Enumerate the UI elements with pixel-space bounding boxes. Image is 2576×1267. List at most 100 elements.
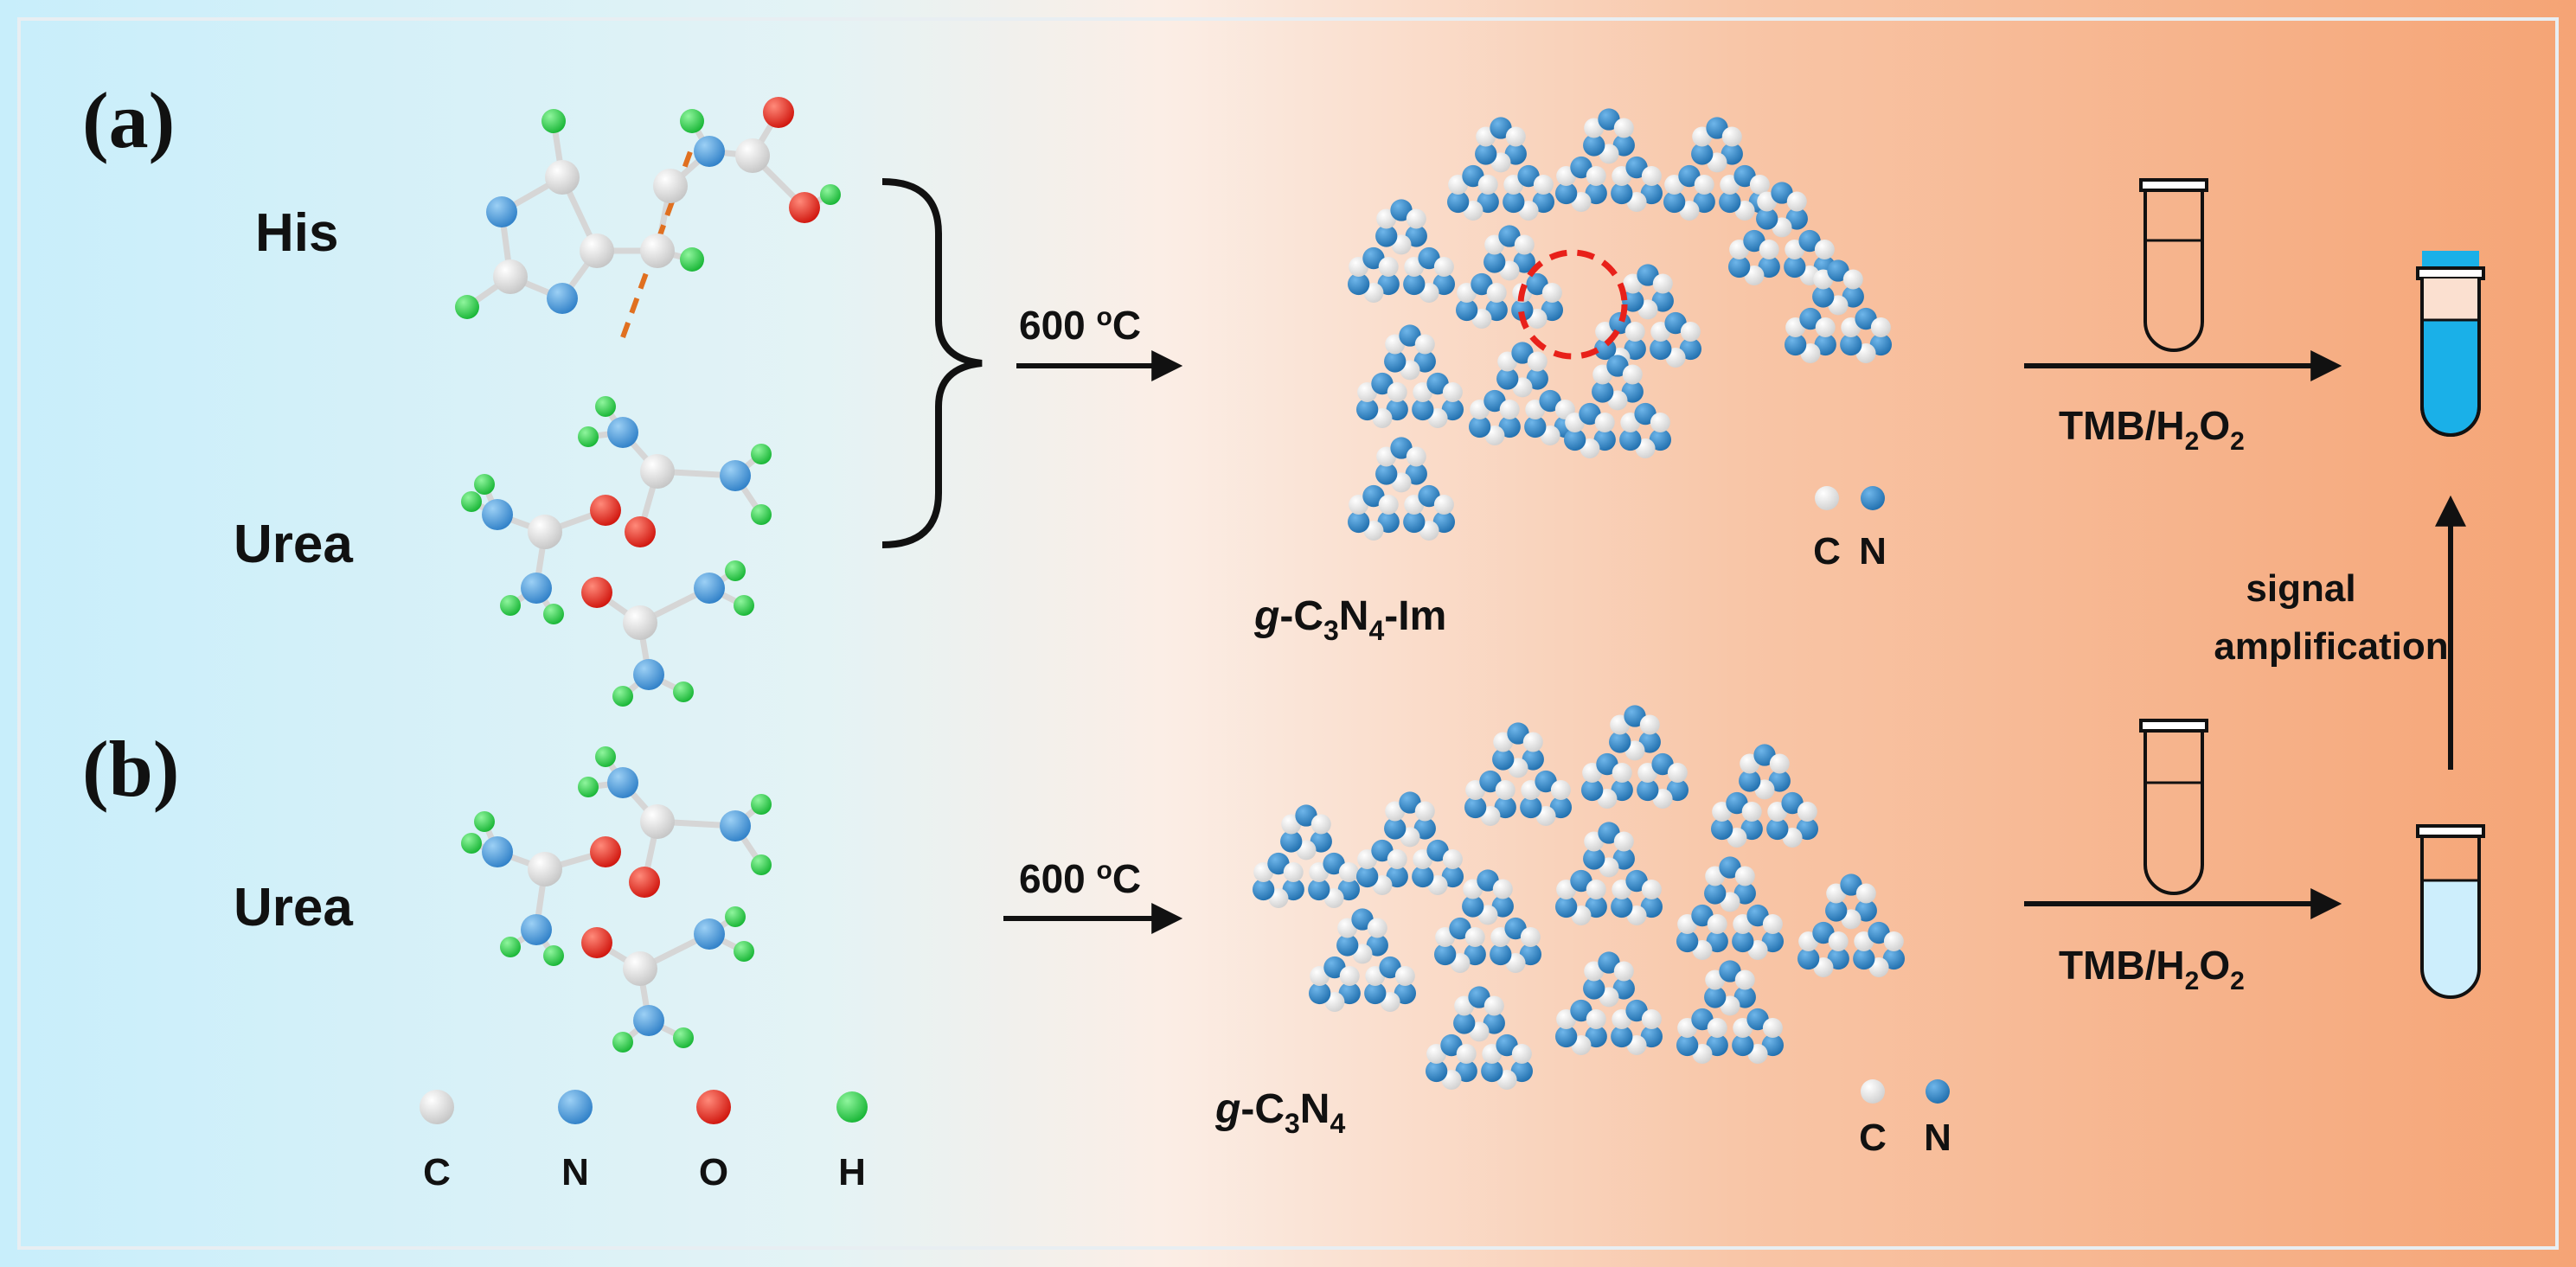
nitrogen-atom	[1580, 778, 1604, 802]
nitrogen-atom	[1796, 817, 1819, 841]
nitrogen-atom	[1704, 882, 1727, 905]
nitrogen-atom	[1362, 246, 1385, 270]
atom-o	[763, 97, 794, 128]
legend-carbon-ball	[420, 1090, 454, 1124]
nitrogen-atom	[1377, 510, 1400, 534]
nitrogen-atom	[1441, 865, 1464, 888]
nitrogen-atom	[1425, 1059, 1448, 1083]
carbon-atom	[1486, 283, 1507, 304]
nitrogen-atom	[1621, 381, 1644, 403]
nitrogen-atom	[1798, 229, 1821, 253]
nitrogen-atom	[1740, 817, 1763, 841]
carbon-atom	[1511, 1044, 1532, 1065]
atom-n	[607, 767, 638, 798]
sheet-legend-carbon-ball	[1815, 486, 1839, 510]
nitrogen-atom	[1446, 190, 1470, 214]
carbon-atom	[1339, 966, 1360, 987]
nitrogen-atom	[1663, 190, 1686, 214]
nitrogen-atom	[1426, 839, 1449, 862]
nitrogen-atom	[1323, 852, 1345, 875]
atom-h	[578, 426, 599, 447]
carbon-atom	[1433, 257, 1454, 278]
carbon-atom	[1613, 961, 1634, 982]
nitrogen-atom	[1453, 1012, 1476, 1034]
carbon-atom	[1641, 1009, 1662, 1030]
nitrogen-atom	[1310, 830, 1332, 853]
nitrogen-atom	[1726, 791, 1748, 815]
nitrogen-atom	[1593, 428, 1616, 451]
carbon-atom	[1367, 918, 1387, 938]
atom-n	[720, 460, 751, 491]
atom-n	[521, 914, 552, 945]
nitrogen-atom	[1541, 298, 1564, 322]
molecule-label-urea-a: Urea	[234, 515, 353, 574]
nitrogen-atom	[1812, 921, 1835, 944]
carbon-atom	[1483, 995, 1504, 1016]
nitrogen-atom	[1868, 921, 1890, 944]
atom-h	[680, 109, 704, 133]
nitrogen-atom	[1649, 428, 1672, 451]
nitrogen-atom	[1496, 1033, 1518, 1057]
carbon-atom	[1707, 1018, 1727, 1039]
nitrogen-atom	[1519, 943, 1542, 966]
nitrogen-atom	[1526, 368, 1548, 390]
carbon-atom	[1741, 802, 1762, 822]
atom-o	[581, 577, 612, 608]
carbon-atom	[1414, 334, 1435, 355]
nitrogen-atom	[1840, 873, 1862, 896]
nitrogen-atom	[1733, 882, 1756, 905]
nitrogen-atom	[1619, 428, 1642, 451]
nitrogen-atom	[1598, 822, 1620, 844]
carbon-atom	[1387, 382, 1407, 403]
nitrogen-atom	[1464, 943, 1486, 966]
atom-c	[640, 234, 675, 268]
nitrogen-atom	[1739, 770, 1761, 792]
nitrogen-atom	[1490, 943, 1512, 966]
nitrogen-atom	[1706, 1033, 1728, 1057]
nitrogen-atom	[1693, 190, 1715, 214]
nitrogen-atom	[1634, 402, 1656, 426]
carbon-atom	[1406, 446, 1426, 467]
nitrogen-atom	[1570, 869, 1592, 893]
molecule-label-urea-b: Urea	[234, 878, 353, 937]
atom-h	[474, 474, 495, 495]
carbon-atom	[1883, 931, 1904, 952]
nitrogen-atom	[1477, 869, 1499, 892]
assay-label-top: TMB/H2O2	[2059, 403, 2245, 456]
nitrogen-atom	[1355, 865, 1379, 888]
nitrogen-atom	[1524, 415, 1547, 438]
legend-nitrogen-ball	[558, 1090, 593, 1124]
carbon-atom	[1406, 208, 1426, 229]
carbon-atom	[1786, 191, 1807, 212]
nitrogen-atom	[1827, 259, 1849, 282]
histidine-molecule	[455, 97, 841, 339]
carbon-atom	[1707, 914, 1727, 935]
nitrogen-atom	[1441, 398, 1464, 421]
nitrogen-atom	[1390, 199, 1413, 221]
nitrogen-atom	[1785, 208, 1808, 230]
nitrogen-atom	[1526, 272, 1548, 296]
carbon-atom	[1310, 814, 1331, 835]
atom-h	[680, 247, 704, 272]
nitrogen-atom	[1570, 156, 1592, 179]
nitrogen-atom	[1403, 272, 1426, 296]
carbon-atom	[1613, 118, 1634, 138]
atom-n	[482, 499, 513, 530]
nitrogen-atom	[1483, 251, 1506, 273]
nitrogen-atom	[1691, 143, 1714, 165]
assay-label-bottom: TMB/H2O2	[2059, 943, 2245, 995]
nitrogen-atom	[1468, 986, 1490, 1008]
nitrogen-atom	[1679, 337, 1702, 361]
nitrogen-atom	[1280, 830, 1303, 853]
signal-label-line2: amplification	[2214, 625, 2448, 668]
atom-h	[612, 686, 633, 707]
atom-h	[612, 1032, 633, 1053]
nitrogen-atom	[1498, 225, 1521, 247]
nitrogen-atom	[1784, 333, 1807, 356]
signal-label-line1: signal	[2246, 567, 2355, 610]
nitrogen-atom	[1511, 342, 1534, 364]
nitrogen-atom	[1746, 1008, 1769, 1031]
nitrogen-atom	[1882, 947, 1906, 970]
nitrogen-atom	[1481, 1059, 1503, 1083]
nitrogen-atom	[1869, 333, 1893, 356]
